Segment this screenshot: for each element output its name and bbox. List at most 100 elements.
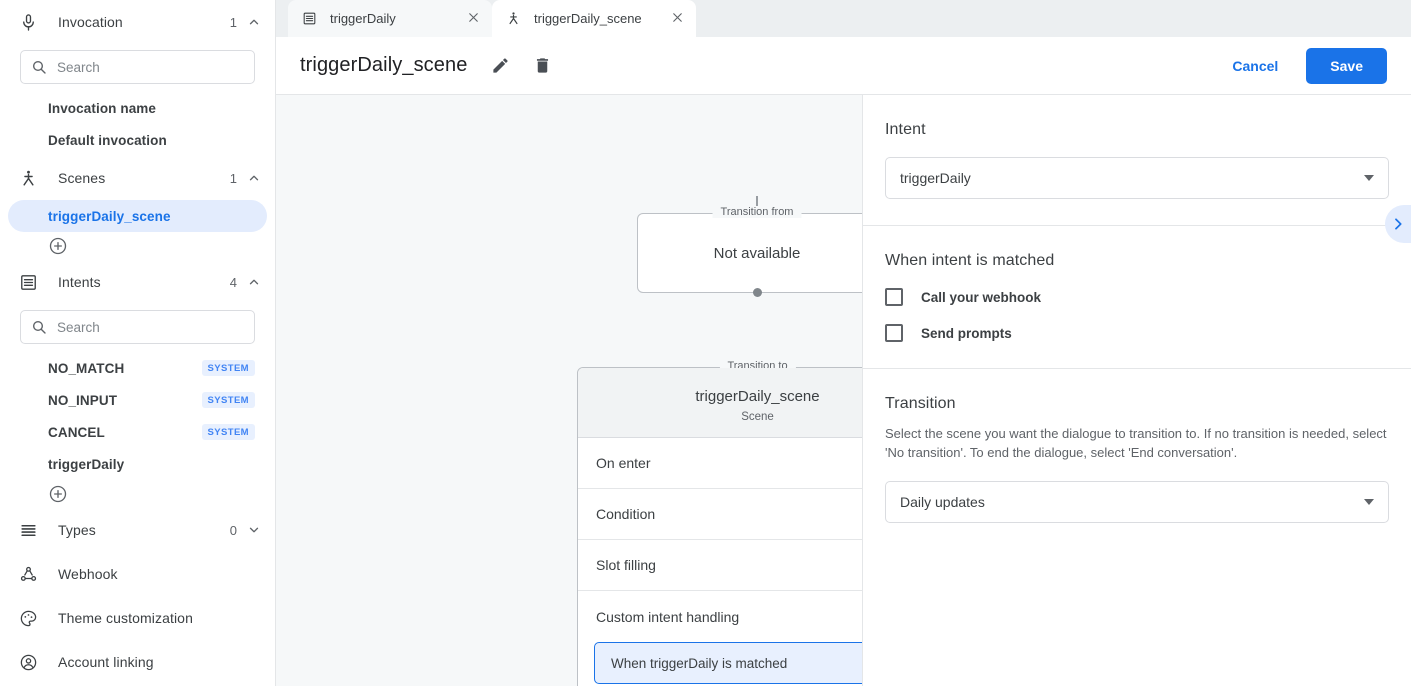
- sidebar-item-theme-customization[interactable]: Theme customization: [0, 596, 275, 640]
- intent-select-value: triggerDaily: [900, 170, 971, 186]
- intents-search-input[interactable]: [47, 318, 244, 336]
- sidebar-section-label: Intents: [58, 274, 101, 290]
- sidebar-item-cancel[interactable]: CANCEL SYSTEM: [8, 416, 267, 448]
- body-area: Transition from Not available Transition…: [276, 95, 1411, 686]
- sidebar-section-label: Scenes: [58, 170, 106, 186]
- node-port[interactable]: [752, 287, 762, 297]
- tab-bar: triggerDaily triggerDaily_scene: [276, 0, 1411, 37]
- invocation-search-box[interactable]: [20, 50, 255, 84]
- sidebar-section-count: 1: [229, 170, 237, 186]
- status-badge: SYSTEM: [201, 360, 255, 376]
- call-your-webhook-label: Call your webhook: [921, 289, 1042, 305]
- tab-triggerdaily[interactable]: triggerDaily: [288, 0, 492, 37]
- sidebar-item-triggerdaily[interactable]: triggerDaily: [8, 448, 267, 480]
- chevron-down-icon: [1364, 175, 1374, 181]
- chevron-up-icon[interactable]: [247, 275, 261, 289]
- scene-row-label: Slot filling: [596, 557, 656, 573]
- when-intent-matched-section: When intent is matched Call your webhook…: [863, 226, 1411, 369]
- sidebar-item-label: NO_MATCH: [48, 360, 125, 376]
- scene-node-title: triggerDaily_scene: [695, 388, 820, 405]
- send-prompts-row[interactable]: Send prompts: [885, 324, 1389, 342]
- intents-icon: [16, 270, 40, 294]
- palette-icon: [16, 606, 40, 630]
- transition-from-node[interactable]: Transition from Not available: [637, 206, 862, 297]
- sidebar-section-scenes[interactable]: Scenes 1: [0, 156, 275, 200]
- scene-row-label: On enter: [596, 455, 651, 471]
- chevron-down-icon[interactable]: [247, 523, 261, 537]
- intent-select[interactable]: triggerDaily: [885, 157, 1389, 199]
- sidebar-item-webhook[interactable]: Webhook: [0, 552, 275, 596]
- scene-row-condition[interactable]: Condition: [578, 489, 862, 540]
- chevron-right-icon[interactable]: [1385, 205, 1411, 243]
- sidebar-section-invocation[interactable]: Invocation 1: [0, 0, 275, 44]
- close-icon[interactable]: [670, 10, 686, 28]
- close-icon[interactable]: [466, 10, 482, 28]
- sidebar-item-no-match[interactable]: NO_MATCH SYSTEM: [8, 352, 267, 384]
- microphone-icon: [16, 10, 40, 34]
- sidebar-item-no-input[interactable]: NO_INPUT SYSTEM: [8, 384, 267, 416]
- intent-handler-chip[interactable]: When triggerDaily is matched: [594, 642, 862, 684]
- chevron-up-icon[interactable]: [247, 15, 261, 29]
- scene-group-custom-intent-handling: Custom intent handling When triggerDaily…: [578, 591, 862, 686]
- sidebar-item-label: triggerDaily: [48, 456, 125, 472]
- sidebar-section-count: 4: [229, 274, 237, 290]
- scene-node[interactable]: Transition to triggerDaily_scene Scene O…: [577, 360, 862, 686]
- tab-label: triggerDaily_scene: [534, 11, 642, 26]
- scene-row-on-enter[interactable]: On enter: [578, 438, 862, 489]
- page-title: triggerDaily_scene: [300, 54, 468, 76]
- scene-row-custom-intent-handling[interactable]: Custom intent handling: [578, 591, 862, 642]
- intents-search-wrap: [0, 304, 275, 352]
- intent-icon: [302, 11, 318, 26]
- add-circle-icon[interactable]: [48, 236, 68, 256]
- node-legend: Transition from: [712, 206, 802, 218]
- sidebar-section-types[interactable]: Types 0: [0, 508, 275, 552]
- cancel-button[interactable]: Cancel: [1218, 50, 1292, 82]
- sidebar-item-label: Account linking: [58, 654, 154, 670]
- transition-section-title: Transition: [885, 395, 956, 412]
- scene-row-slot-filling[interactable]: Slot filling: [578, 540, 862, 591]
- sidebar-item-account-linking[interactable]: Account linking: [0, 640, 275, 684]
- left-sidebar: Invocation 1 Invocation name Default inv…: [0, 0, 276, 686]
- sidebar-item-invocation-name[interactable]: Invocation name: [8, 92, 267, 124]
- search-icon: [32, 60, 46, 74]
- add-scene-row: [0, 232, 275, 260]
- sidebar-item-label: triggerDaily_scene: [48, 208, 171, 224]
- sidebar-item-label: CANCEL: [48, 424, 105, 440]
- sidebar-section-label: Types: [58, 522, 96, 538]
- sidebar-item-label: Theme customization: [58, 610, 193, 626]
- node-text: Not available: [713, 244, 801, 262]
- scene-row-label: Condition: [596, 506, 656, 522]
- when-intent-matched-title: When intent is matched: [885, 252, 1055, 269]
- transition-select[interactable]: Daily updates: [885, 480, 1389, 523]
- add-circle-icon[interactable]: [48, 484, 68, 504]
- add-intent-row: [0, 480, 275, 508]
- scene-canvas[interactable]: Transition from Not available Transition…: [276, 95, 862, 686]
- trash-icon[interactable]: [533, 56, 553, 76]
- send-prompts-checkbox[interactable]: [885, 324, 903, 342]
- page-header: triggerDaily_scene Cancel Save: [276, 37, 1411, 95]
- pencil-icon[interactable]: [491, 56, 511, 76]
- transition-section: Transition Select the scene you want the…: [863, 369, 1411, 549]
- sidebar-section-label: Invocation: [58, 14, 123, 30]
- status-badge: SYSTEM: [201, 424, 255, 440]
- sidebar-item-triggerdaily-scene[interactable]: triggerDaily_scene: [8, 200, 267, 232]
- sidebar-section-count: 0: [229, 522, 237, 538]
- chevron-up-icon[interactable]: [247, 171, 261, 185]
- types-icon: [16, 518, 40, 542]
- sidebar-item-label: Invocation name: [48, 100, 157, 116]
- save-button[interactable]: Save: [1306, 47, 1387, 84]
- call-your-webhook-row[interactable]: Call your webhook: [885, 288, 1389, 306]
- tab-triggerdaily-scene[interactable]: triggerDaily_scene: [492, 0, 696, 37]
- call-your-webhook-checkbox[interactable]: [885, 288, 903, 306]
- search-icon: [32, 320, 46, 334]
- sidebar-section-intents[interactable]: Intents 4: [0, 260, 275, 304]
- send-prompts-label: Send prompts: [921, 325, 1012, 341]
- invocation-search-input[interactable]: [47, 58, 244, 76]
- intents-search-box[interactable]: [20, 310, 255, 344]
- sidebar-item-default-invocation[interactable]: Default invocation: [8, 124, 267, 156]
- main-area: triggerDaily triggerDaily_scene: [276, 0, 1411, 686]
- transition-select-value: Daily updates: [900, 493, 985, 510]
- scene-node-header: triggerDaily_scene Scene: [578, 368, 862, 438]
- scene-icon: [506, 11, 522, 26]
